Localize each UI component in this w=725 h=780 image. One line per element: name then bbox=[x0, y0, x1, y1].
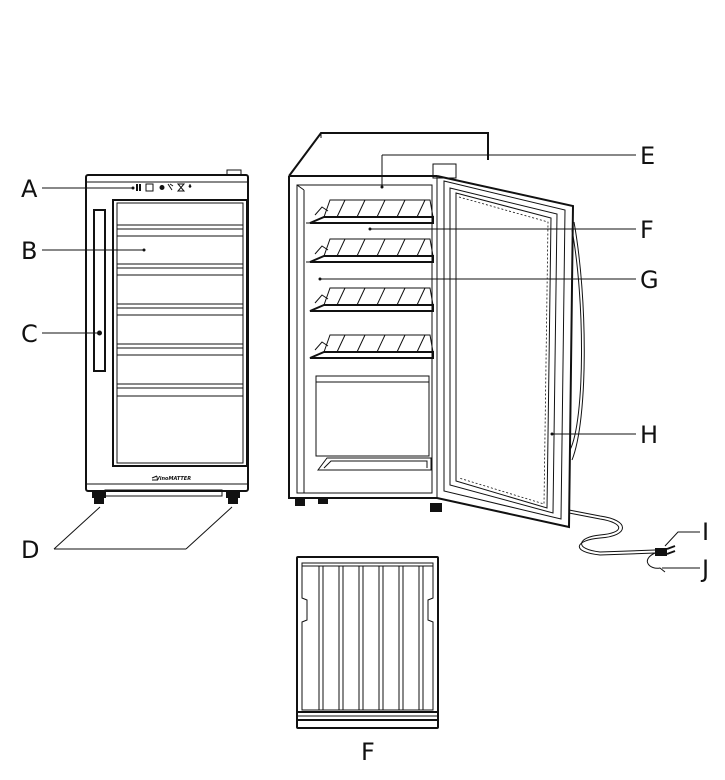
front-shelves bbox=[117, 224, 243, 397]
label-I: I bbox=[702, 518, 709, 546]
label-F: F bbox=[640, 216, 654, 244]
control-panel bbox=[136, 183, 192, 192]
timer-icon bbox=[167, 183, 174, 191]
label-G: G bbox=[640, 266, 659, 294]
lock-icon bbox=[159, 185, 165, 190]
door-handle bbox=[93, 209, 106, 372]
label-D: D bbox=[21, 536, 39, 564]
leader-D1 bbox=[53, 506, 101, 550]
leader-D3 bbox=[185, 506, 233, 550]
brand-logo: VinoMATTER bbox=[156, 476, 191, 482]
leader-I bbox=[664, 531, 700, 547]
power-plug bbox=[655, 545, 676, 556]
label-H: H bbox=[640, 421, 658, 449]
temperature-icon bbox=[136, 184, 141, 191]
power-cord bbox=[568, 509, 656, 556]
label-J: J bbox=[700, 555, 709, 583]
interior-shelves bbox=[309, 199, 434, 359]
label-C: C bbox=[21, 320, 38, 348]
rear-feet bbox=[295, 498, 442, 512]
ground-clip bbox=[646, 552, 666, 573]
label-B: B bbox=[21, 237, 37, 265]
label-F-shelf: F bbox=[361, 738, 375, 766]
leader-lines bbox=[42, 154, 700, 569]
label-A: A bbox=[21, 175, 38, 203]
light-icon bbox=[145, 183, 154, 192]
open-view-cooler bbox=[288, 132, 676, 573]
power-icon bbox=[176, 183, 186, 192]
front-view-cooler: VinoMATTER bbox=[85, 169, 249, 504]
power-button-icon bbox=[188, 184, 192, 188]
open-door bbox=[436, 175, 585, 529]
label-E: E bbox=[640, 142, 655, 170]
part-labels: A B C D E F G H I J F bbox=[21, 142, 709, 766]
front-feet bbox=[92, 492, 240, 504]
removable-shelf bbox=[296, 556, 439, 729]
